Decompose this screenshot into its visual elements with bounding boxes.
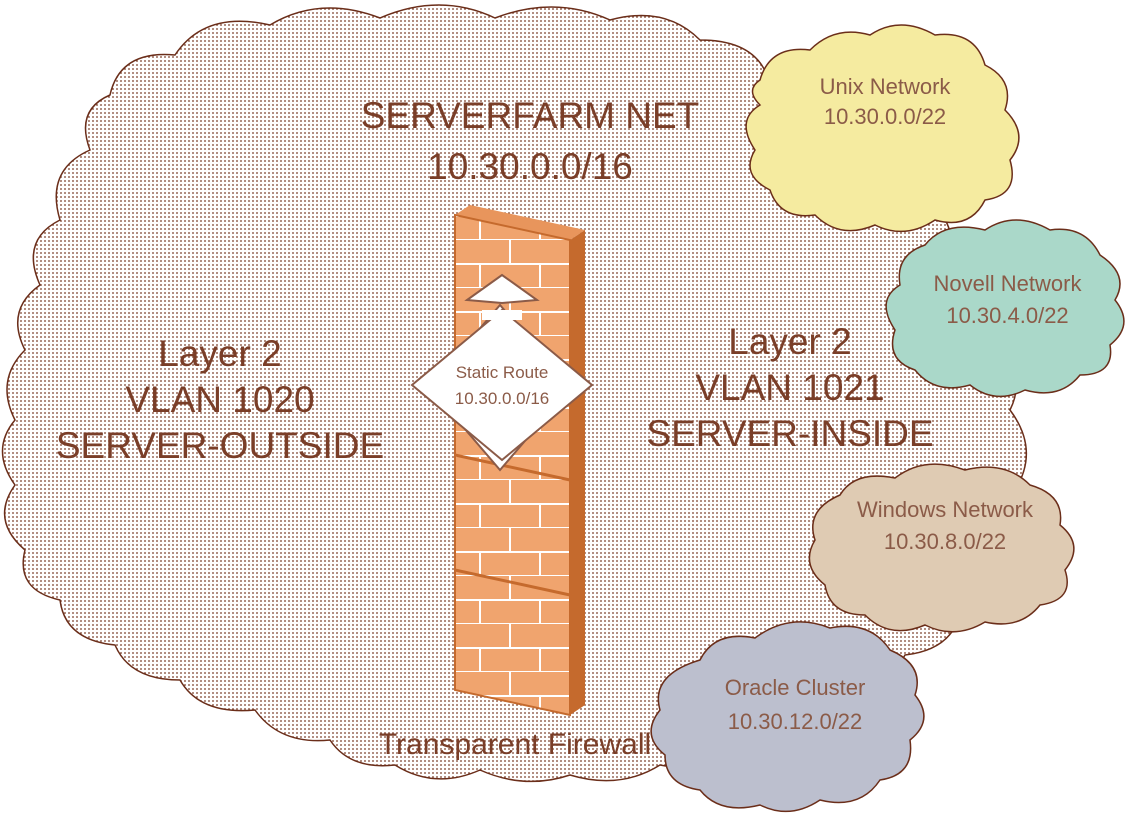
right-segment-layer: Layer 2 bbox=[728, 321, 852, 362]
oracle-cluster-subnet: 10.30.12.0/22 bbox=[727, 709, 863, 734]
oracle-cluster-cloud bbox=[650, 621, 925, 813]
firewall-icon bbox=[454, 205, 585, 717]
oracle-cluster-name: Oracle Cluster bbox=[724, 675, 866, 700]
serverfarm-title: SERVERFARM NET bbox=[360, 95, 700, 136]
unix-network-cloud bbox=[745, 24, 1020, 233]
static-route-subnet: 10.30.0.0/16 bbox=[454, 389, 550, 408]
novell-network-name: Novell Network bbox=[933, 271, 1082, 296]
left-segment-vlan: VLAN 1020 bbox=[125, 379, 315, 420]
right-segment-name: SERVER-INSIDE bbox=[646, 413, 934, 454]
windows-network-cloud bbox=[808, 463, 1075, 633]
windows-network-name: Windows Network bbox=[856, 497, 1034, 522]
windows-network-subnet: 10.30.8.0/22 bbox=[883, 529, 1007, 554]
novell-network-subnet: 10.30.4.0/22 bbox=[946, 303, 1069, 328]
firewall-label: Transparent Firewall bbox=[378, 728, 652, 761]
right-segment-vlan: VLAN 1021 bbox=[695, 367, 885, 408]
novell-network-cloud bbox=[885, 219, 1125, 398]
serverfarm-subnet: 10.30.0.0/16 bbox=[427, 146, 633, 187]
left-segment-layer: Layer 2 bbox=[158, 333, 282, 374]
left-segment-name: SERVER-OUTSIDE bbox=[55, 425, 385, 466]
unix-network-name: Unix Network bbox=[819, 74, 951, 99]
static-route-label: Static Route bbox=[455, 363, 549, 382]
unix-network-subnet: 10.30.0.0/22 bbox=[823, 104, 947, 129]
